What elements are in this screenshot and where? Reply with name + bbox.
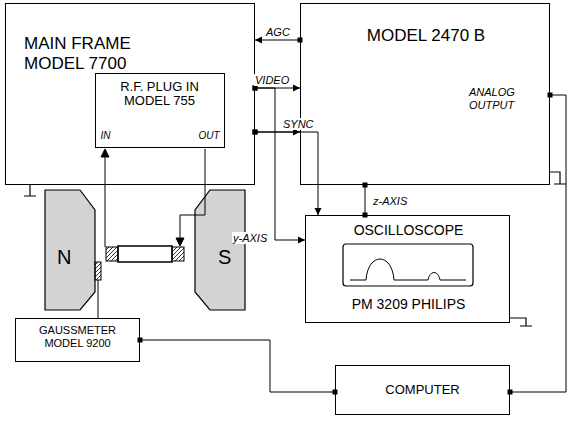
scope-screen — [343, 244, 473, 286]
node-title: COMPUTER — [341, 383, 504, 398]
node-title: GAUSSMETER MODEL 9200 — [20, 324, 135, 349]
computer-box: COMPUTER — [335, 365, 510, 415]
rf-cables — [101, 149, 205, 247]
node-title: OSCILLOSCOPE — [316, 222, 501, 238]
sample-cavity — [106, 246, 184, 262]
magnet-pole-n — [45, 190, 95, 310]
signal-connector — [253, 86, 306, 244]
signal-name: AGC — [265, 26, 291, 38]
main-frame-box: MAIN FRAME MODEL 7700R.F. PLUG IN MODEL … — [5, 3, 255, 185]
gaussmeter-box: GAUSSMETER MODEL 9200 — [15, 318, 140, 362]
signal-connector — [508, 93, 567, 395]
node-text: PM 3209 PHILIPS — [316, 296, 501, 312]
signal-name: SYNC — [282, 118, 315, 130]
signal-name: y-AXIS — [232, 232, 268, 244]
oscilloscope-box: OSCILLOSCOPE PM 3209 PHILIPS — [305, 215, 510, 323]
signal-connector — [253, 130, 322, 216]
pole-label: N — [57, 246, 71, 269]
node-title: MAIN FRAME MODEL 7700 — [24, 34, 164, 73]
hall-probe — [95, 262, 101, 318]
node-title: R.F. PLUG IN MODEL 755 — [104, 80, 216, 110]
magnet-pole-s — [195, 190, 245, 310]
signal-name: z-AXIS — [372, 195, 408, 207]
signal-connector — [363, 183, 368, 218]
node-title: MODEL 2470 B — [321, 26, 531, 46]
node-text: OUT — [184, 130, 220, 142]
signal-name: VIDEO — [254, 74, 290, 86]
detector-box: MODEL 2470 B ANALOG OUTPUT — [300, 3, 550, 185]
signal-connector — [138, 338, 338, 395]
node-text: IN — [101, 130, 131, 142]
node-text: ANALOG OUTPUT — [469, 86, 545, 111]
rf-plugin-box: R.F. PLUG IN MODEL 755IN OUT — [95, 73, 225, 148]
pole-label: S — [218, 246, 231, 269]
ground-symbols — [24, 172, 566, 326]
